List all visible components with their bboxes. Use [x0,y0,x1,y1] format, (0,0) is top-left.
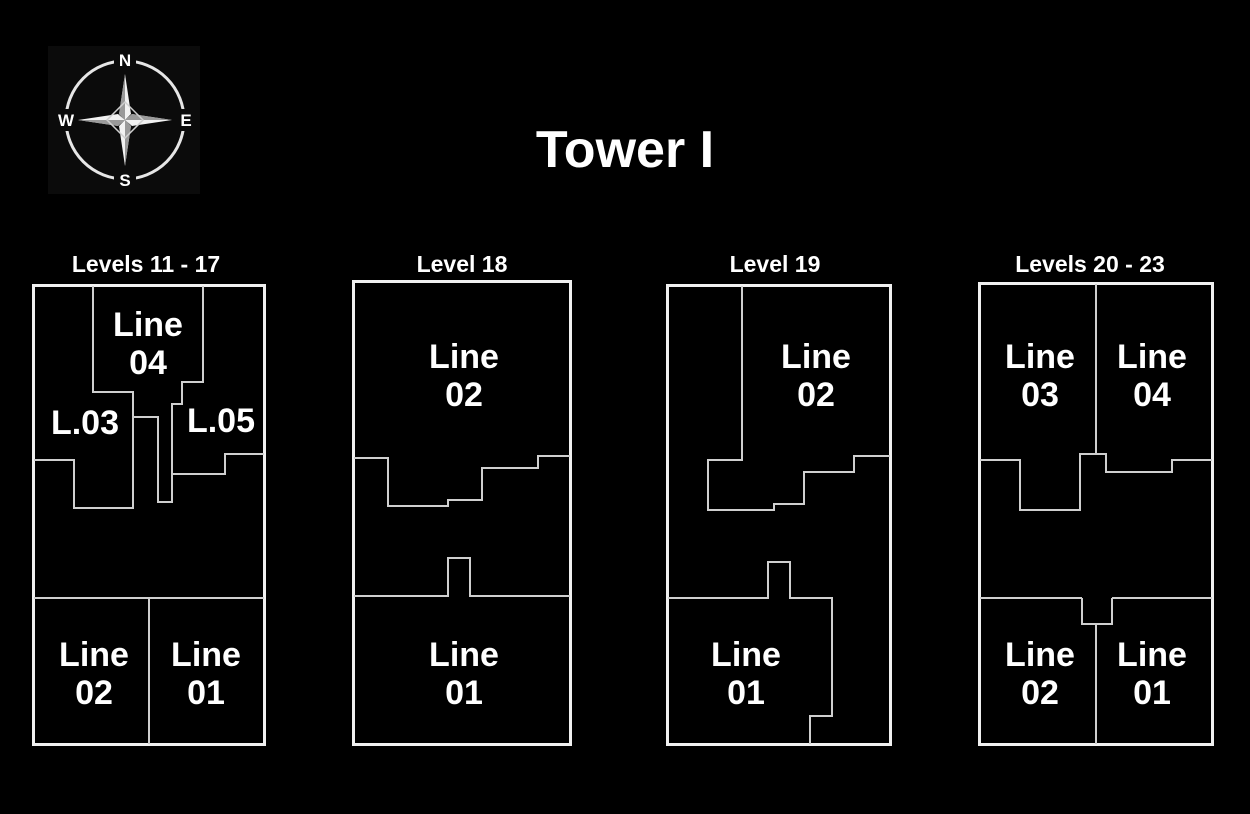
page-title: Tower I [535,121,715,179]
unit-label-text: Line [1005,338,1075,376]
unit-label-number: 04 [1133,376,1171,414]
unit-label-text: Line [1117,338,1187,376]
unit-label-number: 01 [1133,674,1171,712]
floor-plan-outline [978,282,1214,746]
unit-label-text: Line [711,636,781,674]
unit-label-line-01: Line 01 [156,636,256,712]
unit-label-line-05: L.05 [176,402,266,440]
unit-label-text: Line [171,636,241,674]
unit-label-number: 02 [797,376,835,414]
unit-label-number: 02 [75,674,113,712]
unit-label-line-01: Line 01 [696,636,796,712]
compass-west-label: W [58,111,75,130]
plan-label-level-19: Level 19 [729,251,821,277]
unit-label-line-03: Line 03 [990,338,1090,414]
compass-rose-icon: N S W E [54,50,196,191]
unit-label-text: Line [429,636,499,674]
unit-label-line-02: Line 02 [44,636,144,712]
unit-label-number: 01 [727,674,765,712]
unit-label-text: Line [113,306,183,344]
unit-label-line-01: Line 01 [1102,636,1202,712]
unit-label-text: Line [59,636,129,674]
unit-label-text: Line [781,338,851,376]
unit-label-line-02: Line 02 [414,338,514,414]
floor-plan-outline [352,280,572,746]
floor-plan-outline [666,284,892,746]
unit-label-line-02: Line 02 [990,636,1090,712]
unit-label-line-02: Line 02 [766,338,866,414]
unit-label-number: 01 [187,674,225,712]
floor-plan-level-19 [666,284,892,746]
unit-label-text: Line [1005,636,1075,674]
unit-label-text: L.05 [186,402,256,440]
compass-east-label: E [180,111,191,130]
unit-label-text: Line [429,338,499,376]
unit-label-line-04: Line 04 [1102,338,1202,414]
unit-label-text: Line [1117,636,1187,674]
floor-plan-level-18 [352,280,572,746]
compass-south-label: S [119,171,130,190]
plan-label-levels-11-17: Levels 11 - 17 [71,251,221,277]
plan-label-levels-20-23: Levels 20 - 23 [1015,251,1165,277]
compass-north-label: N [119,51,131,70]
unit-label-number: 04 [129,344,167,382]
unit-label-number: 02 [445,376,483,414]
plan-label-level-18: Level 18 [416,251,508,277]
unit-label-line-04: Line 04 [98,306,198,382]
floor-plan-levels-20-23 [978,282,1214,746]
unit-label-number: 02 [1021,674,1059,712]
unit-label-text: L.03 [50,404,120,442]
unit-label-line-01: Line 01 [414,636,514,712]
unit-label-number: 03 [1021,376,1059,414]
unit-label-number: 01 [445,674,483,712]
floor-plan-levels-11-17 [32,284,266,746]
unit-label-line-03: L.03 [40,404,130,442]
floor-plan-outline [32,284,266,746]
